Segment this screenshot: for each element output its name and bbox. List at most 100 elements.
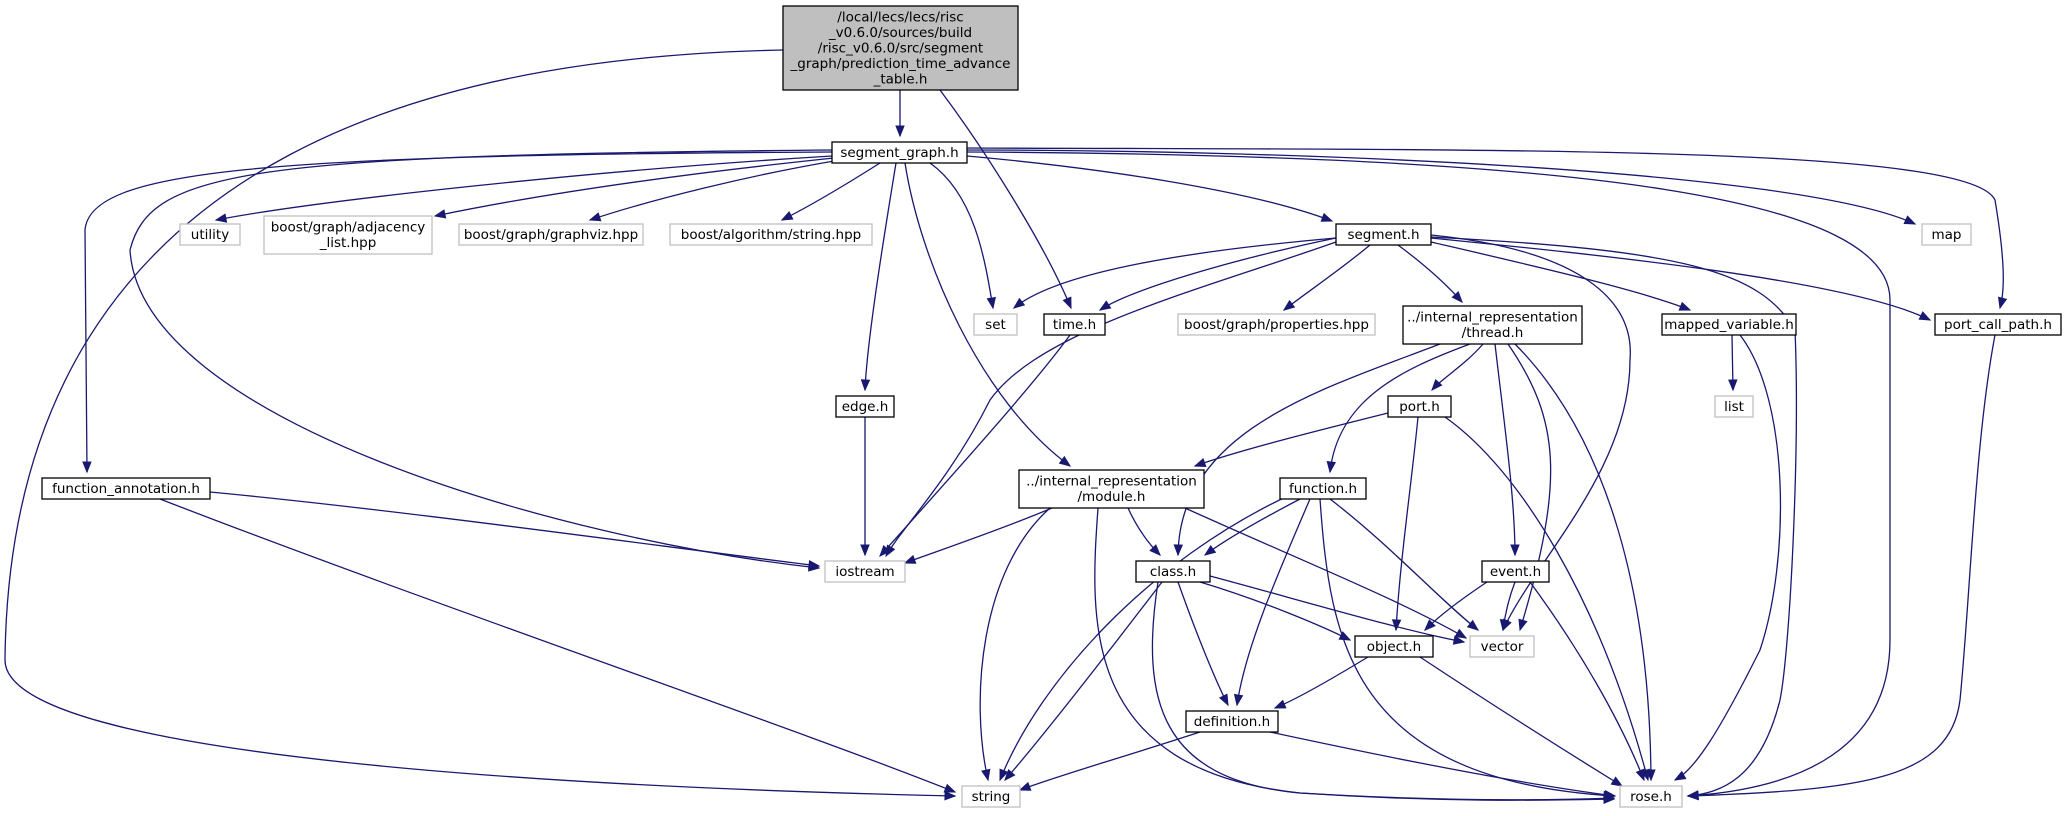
edge-segment-to-portcall bbox=[1430, 237, 1932, 321]
edge-line bbox=[864, 162, 897, 391]
edge-segment_graph-to-map bbox=[966, 149, 1917, 225]
node-label: ../internal_representation bbox=[1407, 310, 1578, 326]
node-time[interactable]: time.h bbox=[1043, 313, 1106, 336]
node-label: list bbox=[1724, 399, 1744, 415]
edge-segment_graph-to-func_annot bbox=[82, 151, 833, 474]
edge-port-to-object bbox=[1391, 416, 1419, 632]
edge-segment-to-mapped bbox=[1430, 241, 1692, 311]
edge-line bbox=[929, 162, 994, 309]
node-object[interactable]: object.h bbox=[1354, 635, 1434, 658]
edge-thread-to-function bbox=[1326, 343, 1471, 474]
edge-class-to-vector bbox=[1209, 575, 1466, 645]
node-box bbox=[179, 223, 241, 246]
edge-time-to-iostream bbox=[879, 334, 1071, 558]
edge-line bbox=[1430, 236, 1797, 797]
node-label: ../internal_representation bbox=[1026, 474, 1197, 490]
node-label: boost/graph/properties.hpp bbox=[1184, 317, 1369, 333]
node-box bbox=[1335, 223, 1432, 246]
arrowhead bbox=[1203, 544, 1217, 556]
edge-mapped-to-list bbox=[1728, 334, 1738, 392]
edge-line bbox=[1099, 237, 1337, 311]
edge-function-to-definition bbox=[1233, 498, 1311, 707]
arrowhead bbox=[1218, 693, 1229, 707]
edge-line bbox=[1319, 498, 1615, 797]
edge-event-to-rose bbox=[1529, 581, 1645, 782]
arrowhead bbox=[780, 211, 794, 221]
edge-function-to-string bbox=[999, 494, 1291, 782]
node-box bbox=[1185, 710, 1279, 733]
node-box bbox=[458, 223, 644, 246]
node-label: boost/algorithm/string.hpp bbox=[681, 227, 861, 243]
arrowhead bbox=[1391, 619, 1402, 632]
edge-segment-to-time bbox=[1098, 237, 1337, 311]
node-root[interactable]: /local/lecs/lecs/risc_v0.6.0/sources/bui… bbox=[782, 5, 1019, 91]
node-class[interactable]: class.h bbox=[1135, 560, 1211, 583]
node-thread[interactable]: ../internal_representation/thread.h bbox=[1402, 305, 1583, 345]
node-label: _table.h bbox=[873, 71, 928, 87]
edge-line bbox=[979, 507, 1051, 781]
node-portcall[interactable]: port_call_path.h bbox=[1934, 313, 2062, 336]
edge-object-to-rose bbox=[1419, 656, 1624, 787]
edge-line bbox=[1274, 656, 1369, 709]
edge-line bbox=[209, 491, 820, 567]
edge-segment_graph-to-utility bbox=[214, 155, 833, 223]
node-box bbox=[1402, 305, 1583, 345]
arrowhead bbox=[1282, 299, 1296, 311]
edge-segment_graph-to-segment bbox=[966, 155, 1334, 222]
node-algostring: boost/algorithm/string.hpp bbox=[669, 223, 873, 246]
node-box bbox=[1661, 313, 1797, 336]
node-label: utility bbox=[191, 227, 229, 243]
arrowhead bbox=[1193, 458, 1207, 467]
node-box bbox=[831, 141, 968, 164]
arrowhead bbox=[1686, 790, 1699, 801]
node-label: set bbox=[985, 317, 1006, 333]
node-box bbox=[824, 560, 906, 583]
node-iostream: iostream bbox=[824, 560, 906, 583]
node-port[interactable]: port.h bbox=[1387, 395, 1452, 418]
arrowhead bbox=[1918, 311, 1932, 321]
node-label: boost/graph/adjacency bbox=[271, 220, 426, 236]
edge-module-to-vector bbox=[1184, 507, 1468, 639]
edge-segment-to-set bbox=[1012, 237, 1337, 309]
arrowhead bbox=[1058, 455, 1072, 467]
node-box bbox=[1469, 635, 1535, 658]
edge-line bbox=[1177, 581, 1229, 706]
edge-line bbox=[1283, 244, 1371, 311]
node-label: segment_graph.h bbox=[840, 145, 958, 161]
arrowhead bbox=[1326, 461, 1336, 474]
edge-thread-to-event bbox=[1494, 343, 1520, 557]
node-label: rose.h bbox=[1630, 789, 1672, 805]
edge-line bbox=[1204, 498, 1301, 556]
node-mapped[interactable]: mapped_variable.h bbox=[1661, 313, 1797, 336]
node-event[interactable]: event.h bbox=[1481, 560, 1550, 583]
arrowhead bbox=[1062, 296, 1072, 310]
node-edge[interactable]: edge.h bbox=[835, 395, 895, 418]
arrowhead bbox=[1233, 693, 1244, 707]
node-box bbox=[1387, 395, 1452, 418]
node-module[interactable]: ../internal_representation/module.h bbox=[1018, 469, 1205, 509]
node-label: definition.h bbox=[1194, 714, 1270, 730]
node-func_annot[interactable]: function_annotation.h bbox=[41, 477, 211, 500]
arrowhead bbox=[1173, 544, 1183, 557]
edge-func_annot-to-string bbox=[159, 498, 957, 793]
arrowhead bbox=[1903, 215, 1917, 225]
nodes-layer: /local/lecs/lecs/risc_v0.6.0/sources/bui… bbox=[41, 5, 2062, 808]
node-function[interactable]: function.h bbox=[1279, 477, 1367, 500]
edge-line bbox=[939, 89, 1072, 309]
edge-line bbox=[1397, 244, 1463, 303]
node-definition[interactable]: definition.h bbox=[1185, 710, 1279, 733]
arrowhead bbox=[1424, 619, 1436, 631]
arrowhead bbox=[860, 544, 870, 557]
arrowhead bbox=[943, 783, 957, 793]
edge-port-to-rose bbox=[1444, 416, 1650, 782]
node-box bbox=[1043, 313, 1106, 336]
arrowhead bbox=[860, 379, 871, 392]
edge-line bbox=[1687, 334, 1996, 797]
edge-line bbox=[1424, 581, 1488, 631]
arrowhead bbox=[1466, 619, 1480, 631]
edge-line bbox=[904, 162, 1071, 467]
node-segment_graph[interactable]: segment_graph.h bbox=[831, 141, 968, 164]
edge-root-to-string bbox=[4, 49, 957, 801]
edge-object-to-definition bbox=[1273, 656, 1369, 709]
node-segment[interactable]: segment.h bbox=[1335, 223, 1432, 246]
